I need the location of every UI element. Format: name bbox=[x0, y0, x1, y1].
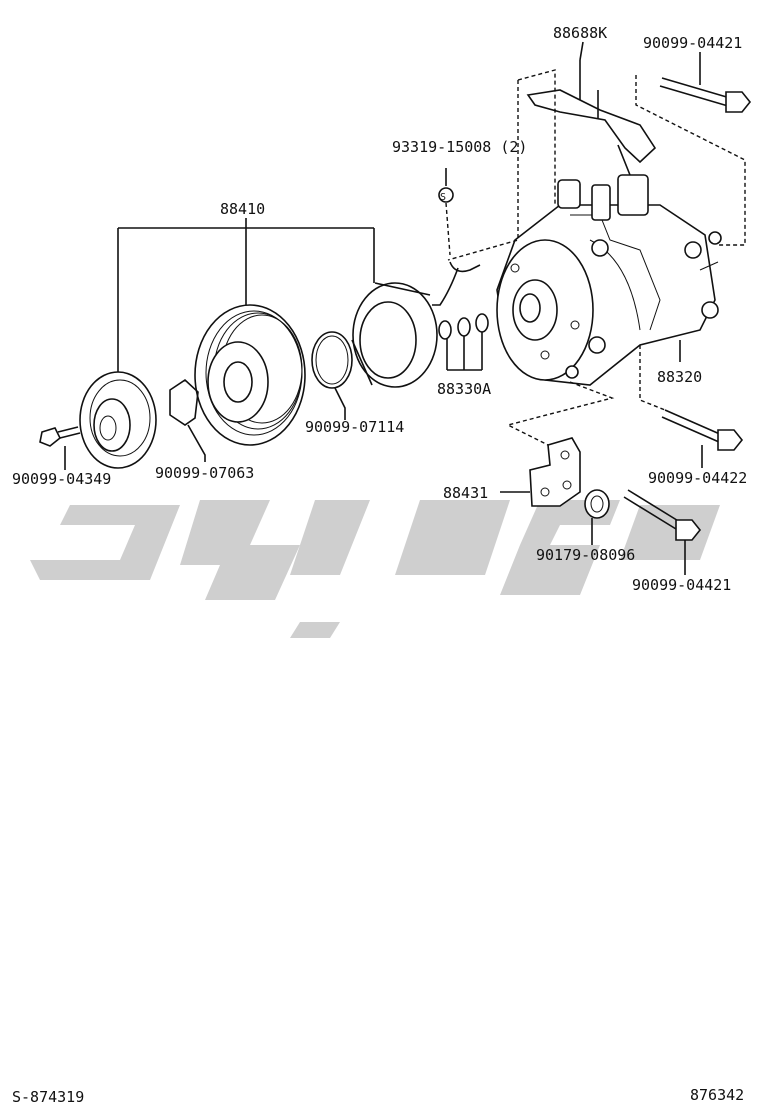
bolt-90099-04421-top bbox=[659, 77, 752, 113]
collar bbox=[584, 489, 610, 519]
bolt-90099-04422 bbox=[661, 409, 744, 451]
clutch-hub bbox=[79, 371, 157, 469]
label-90099-04349: 90099-04349 bbox=[12, 470, 111, 488]
compressor bbox=[496, 174, 722, 386]
watermark-logo bbox=[30, 500, 720, 638]
bracket-88688K bbox=[526, 60, 657, 176]
bolt-90099-04421-bottom bbox=[623, 489, 702, 541]
sensor-wire bbox=[432, 168, 481, 306]
leader-lines bbox=[64, 41, 703, 575]
shim bbox=[169, 378, 199, 426]
label-90099-07114: 90099-07114 bbox=[305, 418, 404, 436]
o-rings bbox=[438, 313, 489, 340]
bracket-88431 bbox=[529, 437, 581, 507]
label-90179-08096: 90179-08096 bbox=[536, 546, 635, 564]
label-88410: 88410 bbox=[220, 200, 265, 218]
label-88330A: 88330A bbox=[437, 380, 491, 398]
label-93319-15008: 93319-15008 (2) bbox=[392, 138, 527, 156]
label-90099-04421-bottom: 90099-04421 bbox=[632, 576, 731, 594]
label-88320: 88320 bbox=[657, 368, 702, 386]
label-90099-04422: 90099-04422 bbox=[648, 469, 747, 487]
footer-left-code: S-874319 bbox=[12, 1088, 84, 1106]
footer-right-code: 876342 bbox=[690, 1086, 744, 1104]
label-88431: 88431 bbox=[443, 484, 488, 502]
snap-ring bbox=[311, 331, 353, 389]
stator-coil bbox=[351, 282, 438, 388]
bolt-90099-04349 bbox=[39, 426, 81, 447]
label-90099-04421-top: 90099-04421 bbox=[643, 34, 742, 52]
label-90099-07063: 90099-07063 bbox=[155, 464, 254, 482]
pulley bbox=[194, 304, 306, 446]
label-88688K: 88688K bbox=[553, 24, 607, 42]
seal-marker: S bbox=[440, 192, 446, 203]
